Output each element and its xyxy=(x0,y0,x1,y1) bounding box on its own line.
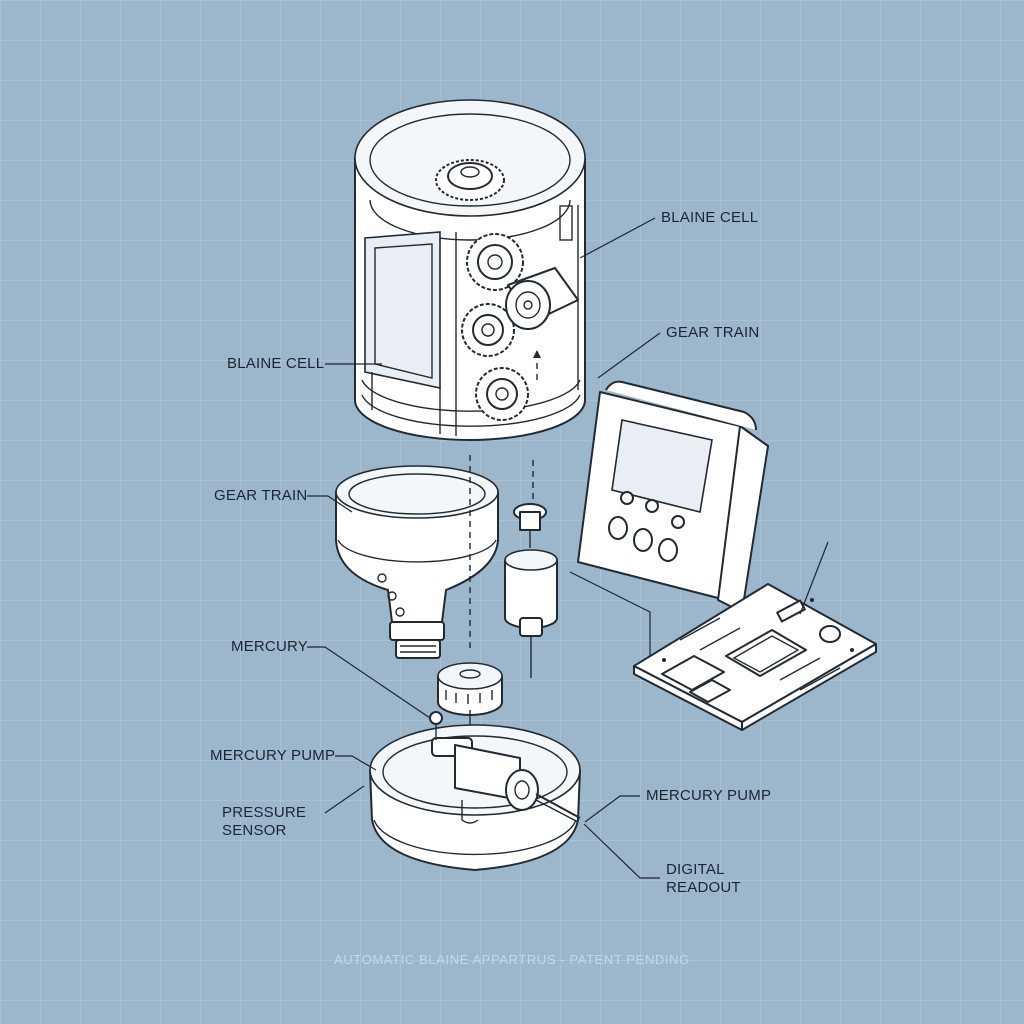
circuit-board xyxy=(633,583,877,731)
leader-lines xyxy=(307,217,829,879)
piston-sleeve xyxy=(504,503,558,678)
gear-top xyxy=(435,159,505,201)
base-dish xyxy=(369,724,581,871)
funnel xyxy=(335,465,499,659)
label-mercury: MERCURY xyxy=(231,638,308,655)
label-blaine-cell-left: BLAINE CELL xyxy=(227,355,325,372)
pinion-wheel xyxy=(437,662,503,740)
mercury-pump-body xyxy=(429,711,581,824)
gear-motor xyxy=(505,267,579,330)
label-gear-train-right: GEAR TRAIN xyxy=(666,324,760,341)
label-pressure-sensor: PRESSURE SENSOR xyxy=(222,804,307,839)
digital-readout-device xyxy=(577,380,769,613)
readout-cable xyxy=(569,571,651,668)
label-gear-train-left: GEAR TRAIN xyxy=(214,487,308,504)
gear-middle xyxy=(461,303,515,357)
readout-screen xyxy=(611,419,713,513)
gear-upper xyxy=(466,233,524,291)
funnel-filter xyxy=(395,639,441,659)
label-mercury-pump-right: MERCURY PUMP xyxy=(646,787,772,804)
label-blaine-cell-right: BLAINE CELL xyxy=(661,209,759,226)
gear-train-assembly xyxy=(435,159,579,421)
blaine-cell-cylinder xyxy=(354,99,586,441)
gear-lower xyxy=(475,367,529,421)
label-digital-readout: DIGITAL READOUT xyxy=(666,861,741,896)
footer-caption: AUTOMATIC BLAINE APPARTRUS - PATENT PEND… xyxy=(334,952,690,967)
label-mercury-pump-left: MERCURY PUMP xyxy=(210,747,336,764)
